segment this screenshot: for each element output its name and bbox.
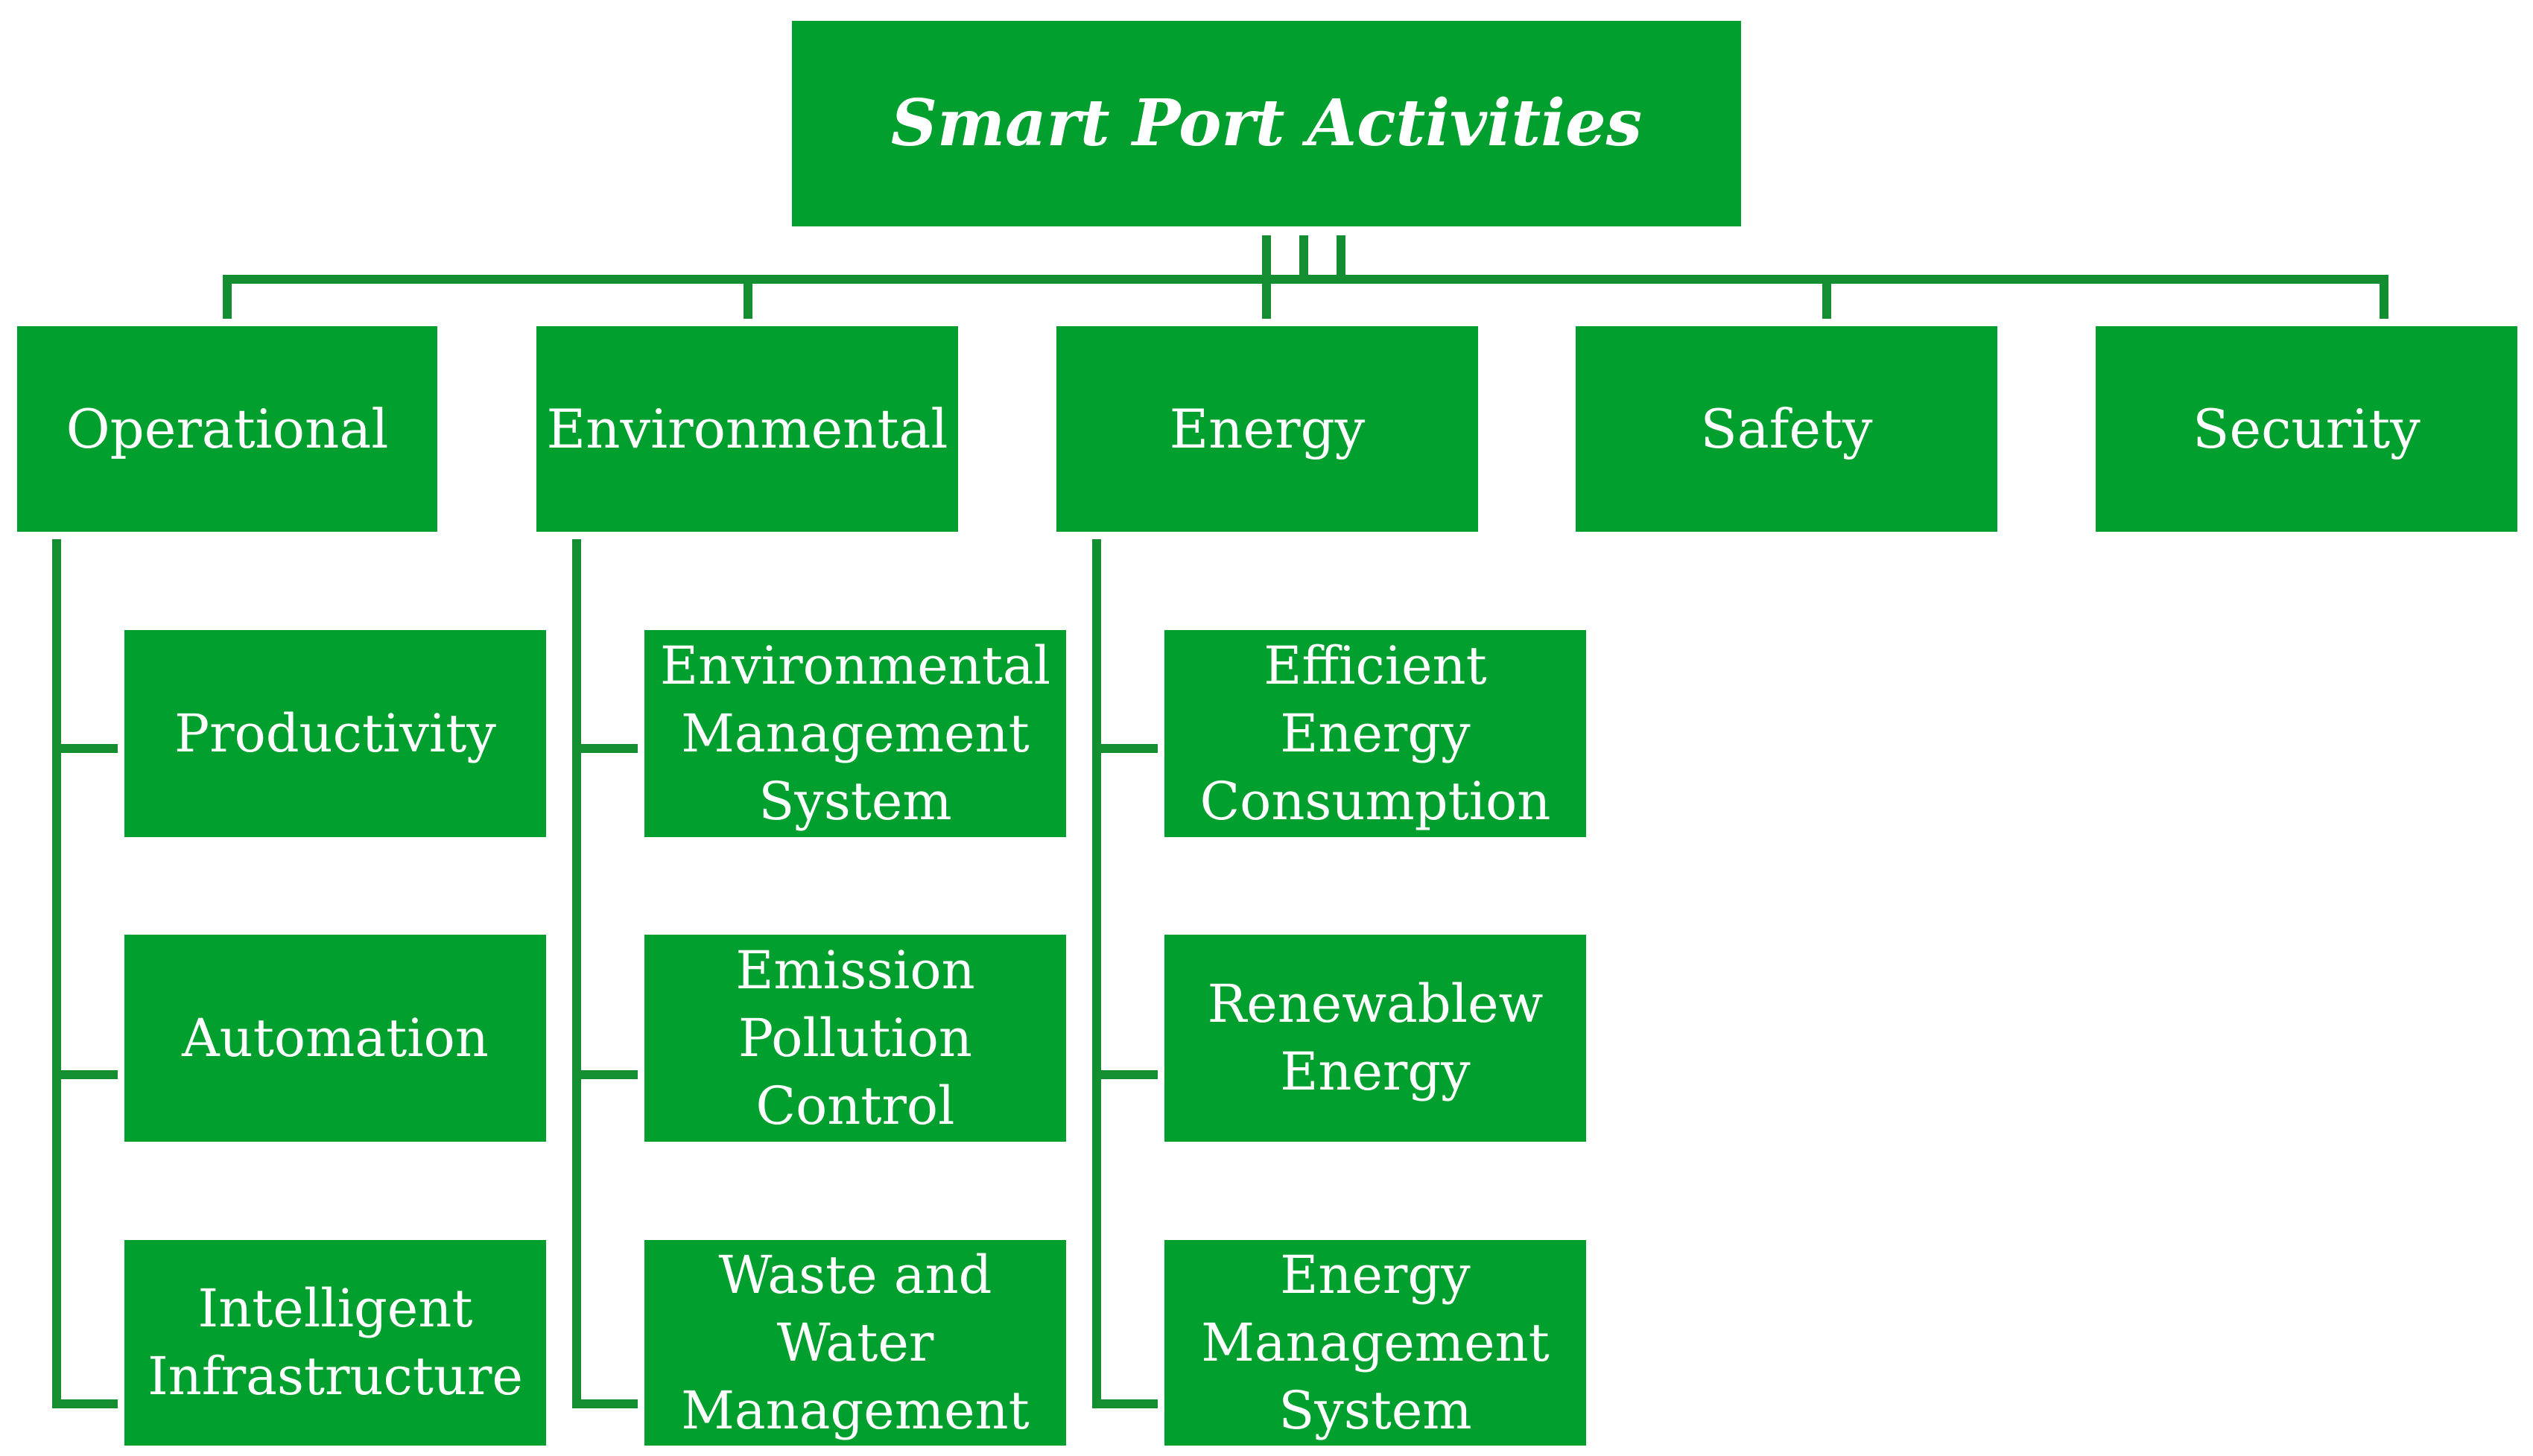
item-renewable-energy: Renewablew Energy [1164, 935, 1586, 1142]
item-label: Emission Pollution Control [735, 939, 975, 1136]
item-environmental-management-system: Environmental Management System [644, 630, 1066, 837]
item-label: Waste and Water Management [681, 1244, 1030, 1441]
category-security: Security [2096, 326, 2517, 532]
item-label: Productivity [174, 702, 496, 764]
item-label: Efficient Energy Consumption [1199, 635, 1551, 832]
category-label: Operational [66, 397, 389, 460]
category-operational: Operational [17, 326, 437, 532]
category-environmental: Environmental [536, 326, 958, 532]
category-label: Environmental [546, 397, 948, 460]
item-energy-management-system: Energy Management System [1164, 1240, 1586, 1446]
item-label: Automation [182, 1007, 489, 1069]
category-label: Energy [1169, 397, 1366, 460]
item-label: Environmental Management System [660, 635, 1050, 832]
category-label: Safety [1700, 397, 1873, 460]
item-label: Renewablew Energy [1207, 973, 1544, 1102]
item-intelligent-infrastructure: Intelligent Infrastructure [124, 1240, 546, 1446]
item-waste-and-water-management: Waste and Water Management [644, 1240, 1066, 1446]
item-emission-pollution-control: Emission Pollution Control [644, 935, 1066, 1142]
root-node: Smart Port Activities [792, 21, 1741, 226]
item-efficient-energy-consumption: Efficient Energy Consumption [1164, 630, 1586, 837]
item-label: Energy Management System [1201, 1244, 1550, 1441]
category-label: Security [2193, 397, 2421, 460]
item-label: Intelligent Infrastructure [148, 1278, 523, 1407]
category-safety: Safety [1576, 326, 1997, 532]
item-productivity: Productivity [124, 630, 546, 837]
root-label: Smart Port Activities [890, 86, 1643, 161]
category-energy: Energy [1056, 326, 1478, 532]
item-automation: Automation [124, 935, 546, 1142]
